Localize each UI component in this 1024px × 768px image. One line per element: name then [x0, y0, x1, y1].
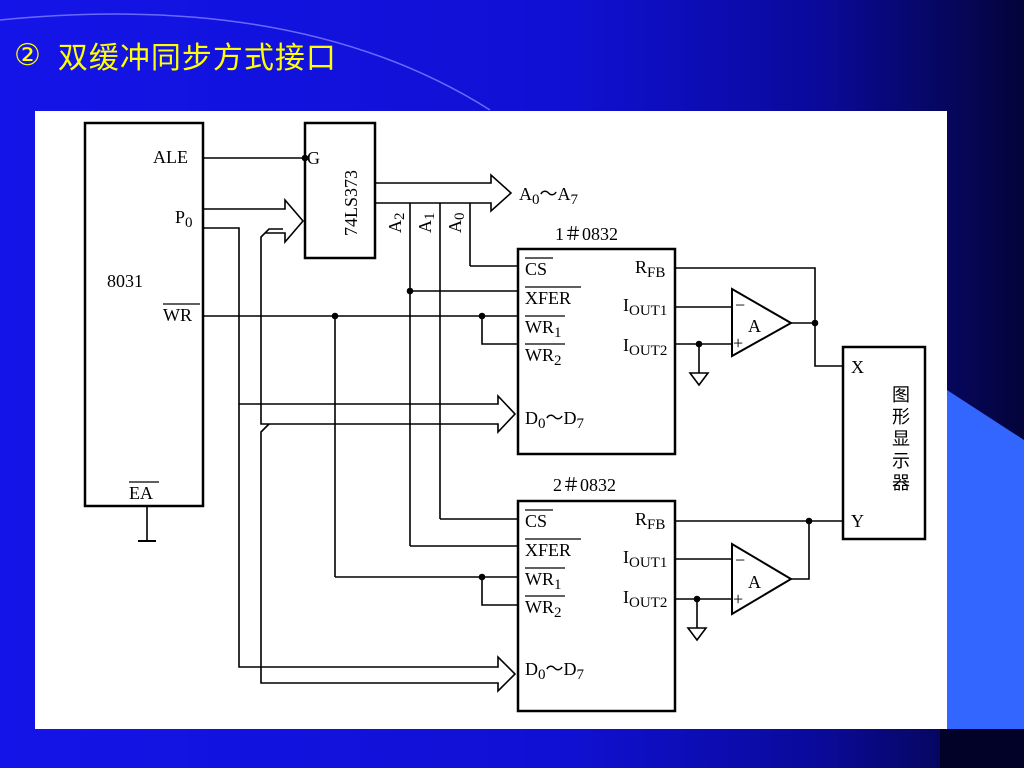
mcu-8031: 8031 ALE P0 WR EA [83, 121, 205, 542]
p0-bus-to-latch [203, 197, 305, 245]
dac2-iout2: IOUT2 [623, 587, 667, 611]
dac2-xfer: XFER [525, 540, 571, 560]
address-bus-label: A0～A7 [519, 184, 579, 208]
slide-number: ② [14, 37, 42, 73]
pin-ea: EA [129, 483, 153, 503]
opamp2-plus: + [733, 589, 743, 609]
dac2-data: D0～D7 [525, 659, 585, 683]
slide-title-text: 双缓冲同步方式接口 [57, 41, 337, 76]
dac2-cs: CS [525, 511, 547, 531]
opamp1-plus: + [733, 333, 743, 353]
pin-wr: WR [163, 305, 192, 325]
opamp-1: A − + [731, 287, 794, 358]
dac1-iout1: IOUT1 [623, 295, 667, 319]
display-char-5: 器 [892, 473, 910, 494]
latch-a1: A1 [415, 213, 438, 234]
latch-name: 74LS373 [341, 170, 361, 236]
mcu-name: 8031 [107, 271, 143, 291]
dac1-data: D0～D7 [525, 408, 585, 432]
opamp1-label: A [748, 316, 761, 336]
wr-lines [203, 312, 518, 606]
dac1-wr1: WR1 [525, 317, 562, 341]
opamp-2: A − + [731, 542, 793, 616]
display-char-2: 形 [892, 407, 910, 428]
dac2-title: 2＃0832 [553, 475, 616, 495]
address-bus: A0～A7 [375, 173, 579, 213]
graphic-display: X Y 图 形 显 示 器 [841, 345, 927, 541]
dac1-rfb: RFB [635, 257, 665, 281]
data-bus-1 [203, 227, 517, 435]
dac2-wr2: WR2 [525, 597, 562, 621]
dac1-xfer: XFER [525, 288, 571, 308]
latch-a0: A0 [445, 213, 468, 234]
data-bus-2 [238, 404, 517, 693]
latch-g: G [307, 148, 320, 168]
dac1-iout2: IOUT2 [623, 335, 667, 359]
circuit-diagram-panel: 8031 ALE P0 WR EA G 74LS373 A2 A1 A0 A0～… [35, 111, 947, 729]
dac2-wr1: WR1 [525, 569, 562, 593]
pin-ale: ALE [153, 147, 188, 167]
opamp1-minus: − [735, 295, 745, 315]
dac2-iout1: IOUT1 [623, 547, 667, 571]
opamp2-label: A [748, 572, 761, 592]
pin-p0: P0 [175, 207, 193, 231]
opamp2-minus: − [735, 550, 745, 570]
dac1-title: 1＃0832 [555, 224, 618, 244]
dac1-wr2: WR2 [525, 345, 562, 369]
dac-2-0832: 2＃0832 CS XFER WR1 WR2 D0～D7 RFB IOUT1 I… [516, 475, 677, 713]
latch-74ls373: G 74LS373 A2 A1 A0 [303, 121, 468, 260]
display-char-1: 图 [892, 385, 910, 406]
slide-title: ② 双缓冲同步方式接口 [14, 30, 337, 80]
display-char-3: 显 [892, 429, 910, 450]
display-y: Y [851, 511, 864, 531]
circuit-diagram: 8031 ALE P0 WR EA G 74LS373 A2 A1 A0 A0～… [83, 121, 927, 713]
display-char-4: 示 [892, 451, 910, 472]
display-x: X [851, 357, 864, 377]
dac-1-0832: 1＃0832 CS XFER WR1 WR2 D0～D7 RFB IOUT1 I… [516, 224, 677, 456]
dac2-rfb: RFB [635, 509, 665, 533]
dac1-cs: CS [525, 259, 547, 279]
latch-a2: A2 [385, 213, 408, 234]
